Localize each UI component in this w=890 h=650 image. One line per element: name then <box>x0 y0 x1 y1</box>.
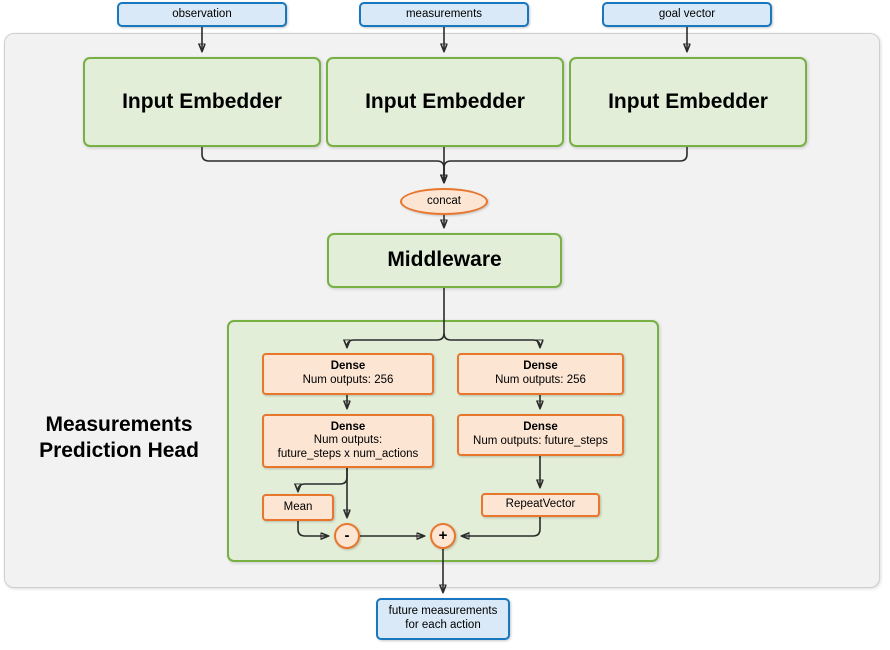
repeat-vector-box: RepeatVector <box>481 493 600 517</box>
dense-left-1: Dense Num outputs: 256 <box>262 353 434 395</box>
measurements-prediction-head-label: Measurements Prediction Head <box>24 412 214 465</box>
dense-left-1-title: Dense <box>330 360 366 373</box>
input-embedder-2: Input Embedder <box>326 57 564 147</box>
middleware-label: Middleware <box>387 248 502 272</box>
input-embedder-3: Input Embedder <box>569 57 807 147</box>
dense-left-2-outputs-label: Num outputs: <box>313 434 383 447</box>
input-box-measurements: measurements <box>359 2 529 27</box>
dense-left-2-title: Dense <box>330 420 366 433</box>
input-embedder-3-label: Input Embedder <box>608 89 768 113</box>
dense-right-1-title: Dense <box>523 360 558 373</box>
middleware-box: Middleware <box>327 233 562 288</box>
dense-left-2: Dense Num outputs: future_steps x num_ac… <box>262 414 434 468</box>
add-operator: + <box>430 523 456 549</box>
head-label-line-1: Measurements <box>45 413 193 436</box>
concat-node-label: concat <box>427 194 461 207</box>
mean-box: Mean <box>262 494 334 521</box>
add-operator-label: + <box>438 527 448 545</box>
dense-right-1: Dense Num outputs: 256 <box>457 353 624 395</box>
input-box-goal-vector: goal vector <box>602 2 772 27</box>
input-box-observation-label: observation <box>172 7 232 20</box>
concat-node: concat <box>400 188 488 215</box>
input-box-goal-vector-label: goal vector <box>658 7 716 20</box>
dense-right-2: Dense Num outputs: future_steps <box>457 414 624 456</box>
input-embedder-1-label: Input Embedder <box>122 89 282 113</box>
dense-left-1-outputs: Num outputs: 256 <box>302 374 394 386</box>
input-box-measurements-label: measurements <box>405 7 483 20</box>
input-embedder-2-label: Input Embedder <box>365 89 525 113</box>
output-box-line-1: future measurements <box>388 605 498 618</box>
dense-right-2-title: Dense <box>523 421 558 434</box>
head-label-line-2: Prediction Head <box>39 439 199 463</box>
dense-right-1-outputs: Num outputs: 256 <box>495 374 586 386</box>
input-embedder-1: Input Embedder <box>83 57 321 147</box>
output-box-future-measurements: future measurements for each action <box>376 598 510 640</box>
subtract-operator: - <box>334 523 360 549</box>
dense-right-2-outputs: Num outputs: future_steps <box>473 435 608 447</box>
input-box-observation: observation <box>117 2 287 27</box>
dense-left-2-outputs-value: future_steps x num_actions <box>277 447 419 460</box>
mean-box-label: Mean <box>283 500 313 513</box>
output-box-line-2: for each action <box>405 619 481 631</box>
subtract-operator-label: - <box>344 527 350 545</box>
repeat-vector-label: RepeatVector <box>505 498 576 511</box>
